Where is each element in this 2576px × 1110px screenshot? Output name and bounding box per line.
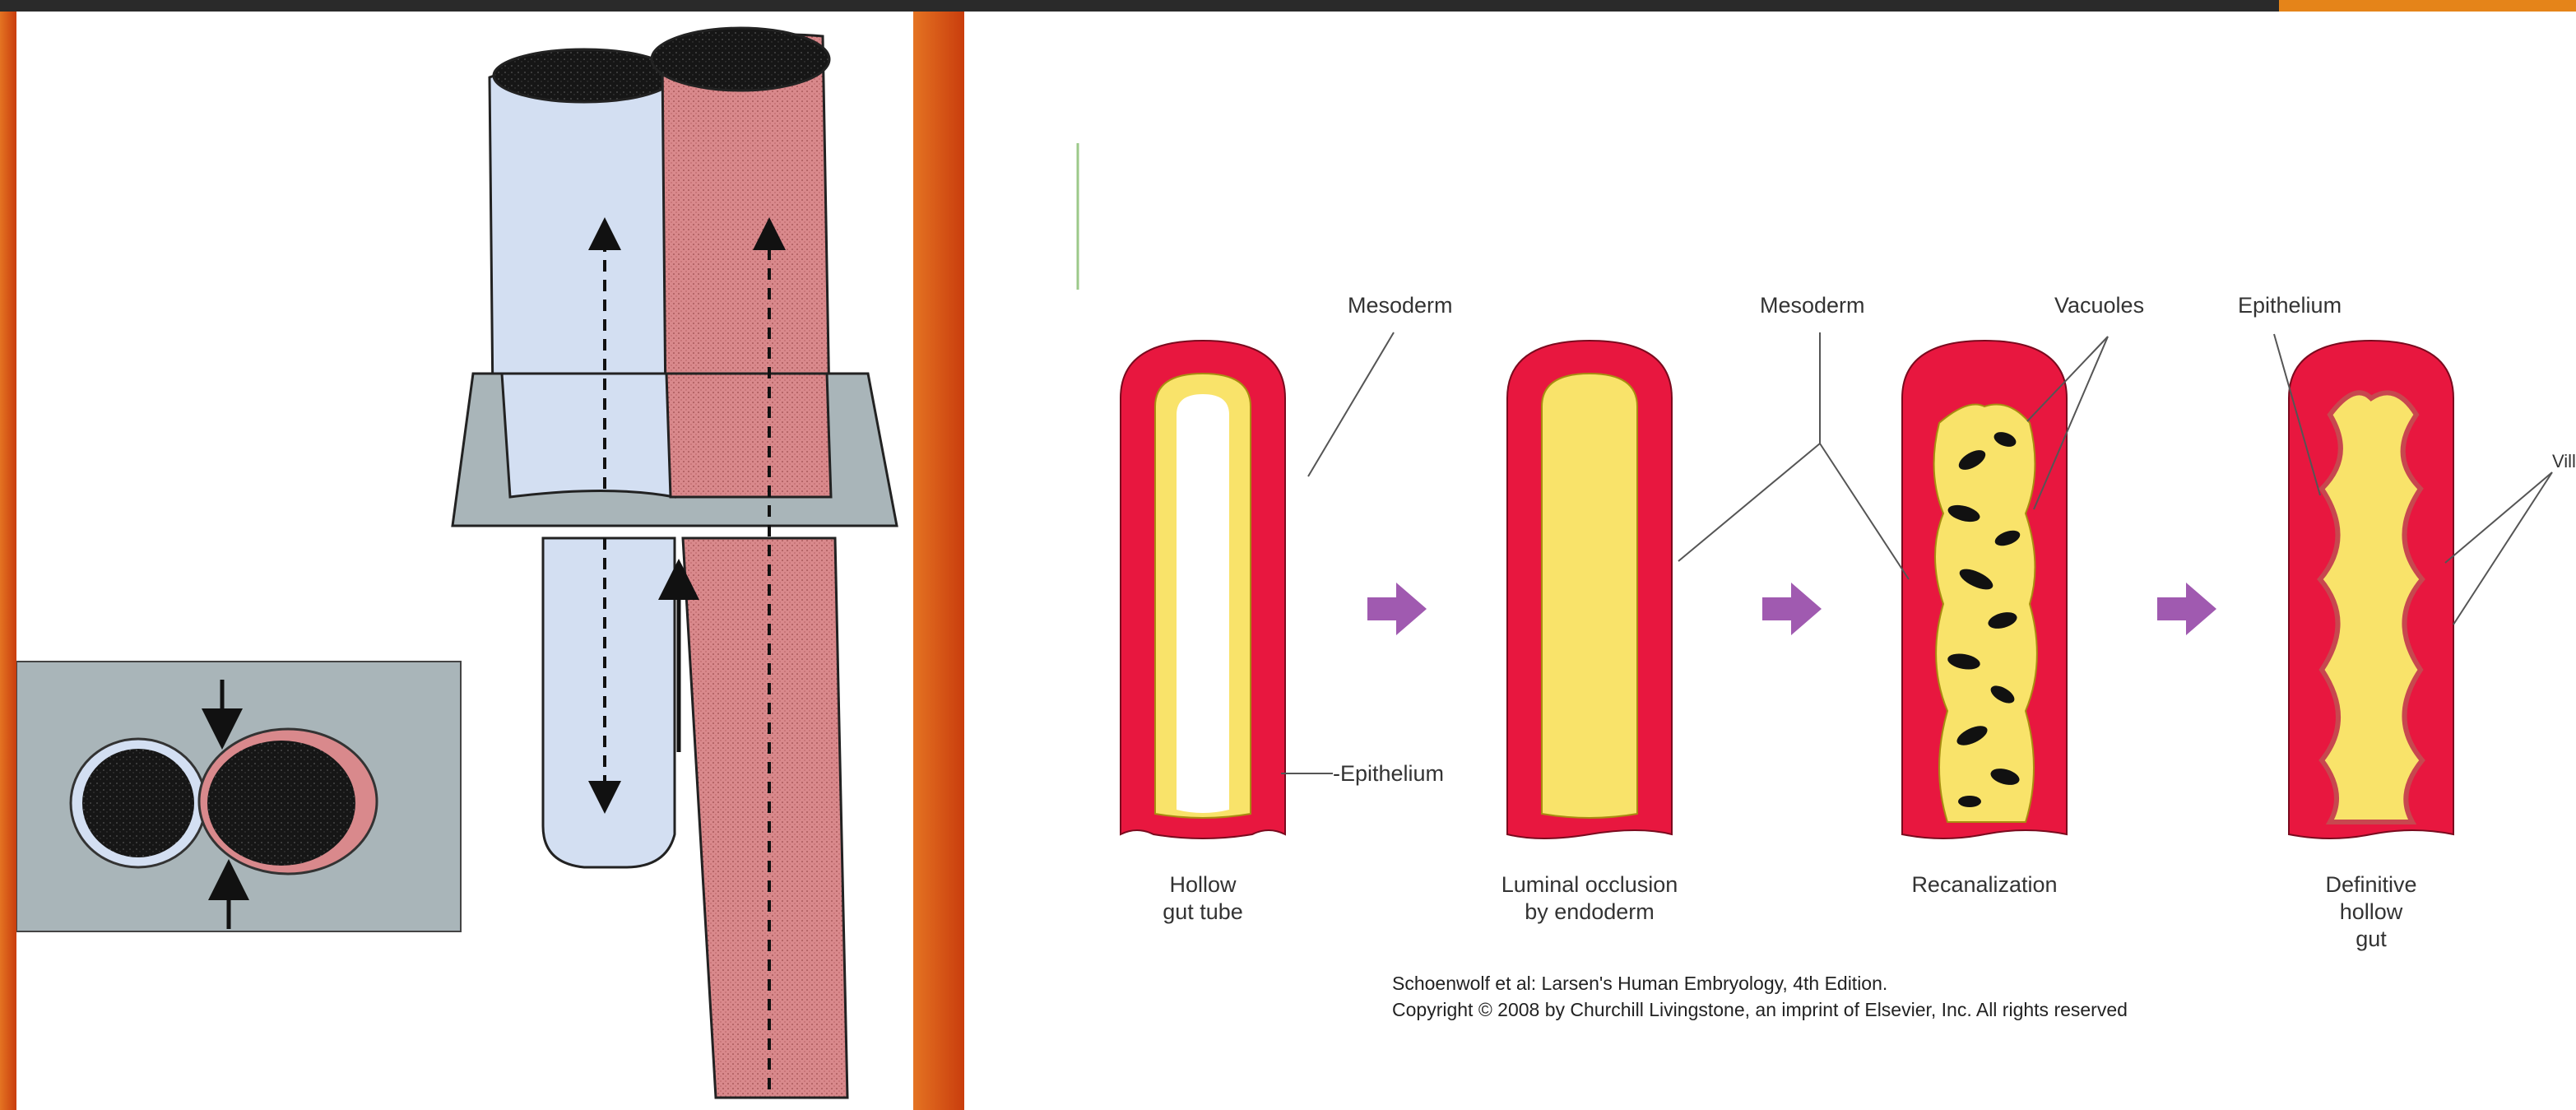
right-figure-panel: Mesoderm Mesoderm Vacuoles Epithelium Vi… bbox=[964, 12, 2576, 1110]
top-bar-accent bbox=[2279, 0, 2576, 12]
pink-tube bbox=[650, 26, 849, 1099]
tube-recanalization bbox=[1901, 339, 2068, 839]
tube-definitive bbox=[2288, 339, 2454, 839]
label-mesoderm-center: Mesoderm bbox=[1760, 293, 1865, 318]
label-epithelium-bottom: -Epithelium bbox=[1333, 761, 1445, 786]
label-epithelium-top: Epithelium bbox=[2238, 293, 2342, 318]
vacuole-icons bbox=[1947, 432, 2021, 807]
label-villi: Villi bbox=[2552, 451, 2576, 471]
tube-hollow bbox=[1120, 339, 1286, 839]
cross-section-inset bbox=[16, 661, 462, 932]
recanalization-diagram bbox=[1076, 143, 2553, 839]
arrow-icon-2 bbox=[1762, 583, 1822, 635]
left-figure-panel bbox=[16, 12, 913, 1110]
stage-caption-3: Recanalization bbox=[1911, 872, 2058, 897]
process-arrows bbox=[1367, 583, 2216, 635]
arrow-icon-1 bbox=[1367, 583, 1427, 635]
credit-line-1: Schoenwolf et al: Larsen's Human Embryol… bbox=[1392, 973, 1888, 994]
label-vacuoles: Vacuoles bbox=[2054, 293, 2145, 318]
label-mesoderm-left: Mesoderm bbox=[1348, 293, 1453, 318]
separated-tubes-illustration bbox=[16, 26, 898, 1099]
left-edge-band bbox=[0, 12, 16, 1110]
arrow-icon-3 bbox=[2157, 583, 2216, 635]
credit-line-2: Copyright © 2008 by Churchill Livingston… bbox=[1392, 999, 2128, 1020]
top-bar bbox=[0, 0, 2576, 12]
tube-occluded bbox=[1506, 339, 1673, 839]
direction-arrows bbox=[588, 217, 786, 1089]
center-divider-band bbox=[913, 12, 964, 1110]
leader-lines bbox=[1281, 332, 2553, 774]
